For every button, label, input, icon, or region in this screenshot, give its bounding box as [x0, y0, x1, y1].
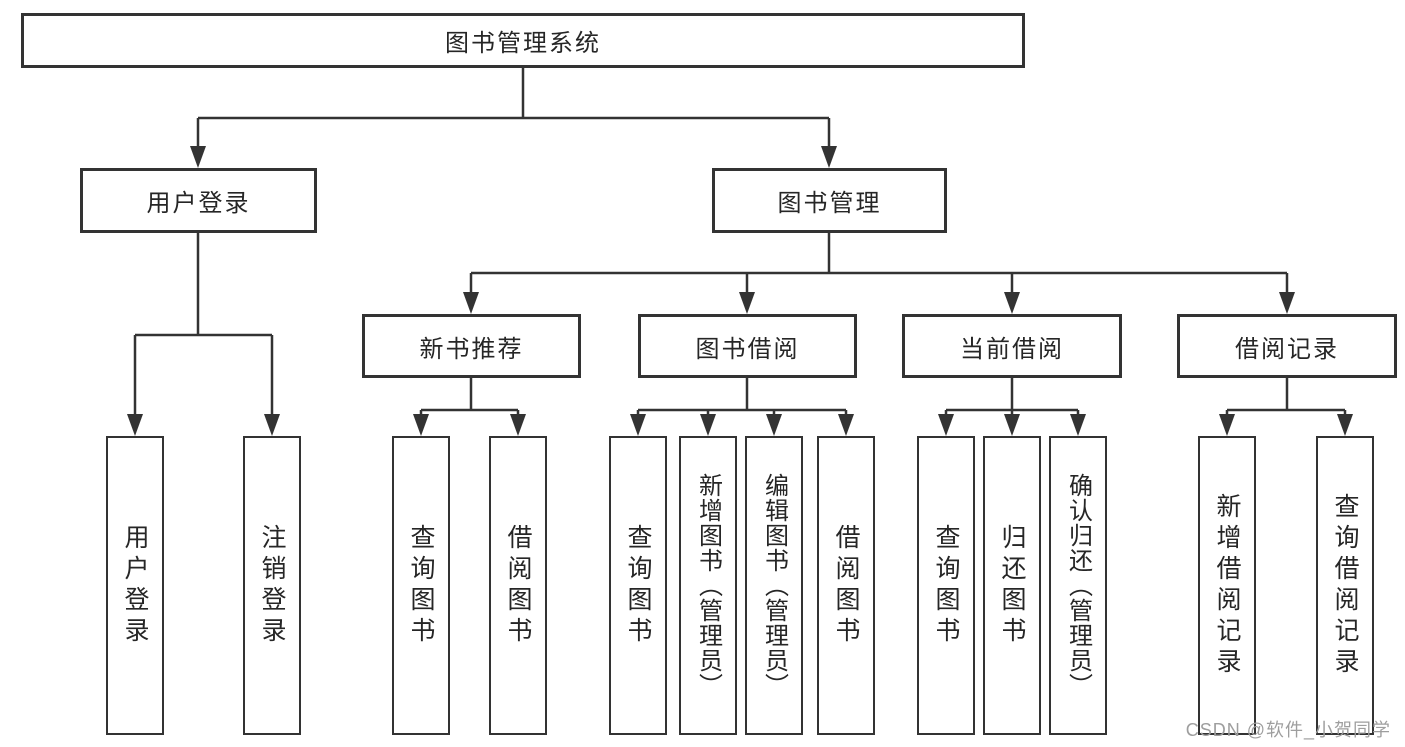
arrow-icon — [1004, 292, 1020, 314]
leaf-return-books: 归还图书 — [983, 436, 1041, 735]
leaf-borrow-books: 借阅图书 — [817, 436, 875, 735]
arrow-icon — [413, 414, 429, 436]
edge-book-borrow-children — [636, 378, 848, 418]
arrow-icon — [1004, 414, 1020, 436]
node-new-book-recommend: 新书推荐 — [362, 314, 581, 378]
arrow-icon — [1219, 414, 1235, 436]
leaf-confirm-return-admin: 确认归还（管理员） — [1049, 436, 1107, 735]
node-book-management: 图书管理 — [712, 168, 947, 233]
edge-book-mgmt-children — [469, 233, 1289, 296]
edge-cur-borrow-children — [944, 378, 1080, 418]
arrow-icon — [838, 414, 854, 436]
leaf-query-books-recommend: 查询图书 — [392, 436, 450, 735]
arrow-icon — [766, 414, 782, 436]
arrowheads — [127, 146, 1353, 436]
node-current-borrowing: 当前借阅 — [902, 314, 1122, 378]
edge-lines — [133, 68, 1347, 418]
arrow-icon — [1337, 414, 1353, 436]
leaf-query-borrow-record: 查询借阅记录 — [1316, 436, 1374, 735]
edge-borrow-rec-children — [1225, 378, 1347, 418]
edge-new-book-children — [419, 378, 520, 418]
leaf-user-login: 用户登录 — [106, 436, 164, 735]
arrow-icon — [127, 414, 143, 436]
edge-user-login-children — [133, 233, 274, 418]
arrow-icon — [821, 146, 837, 168]
arrow-icon — [938, 414, 954, 436]
node-user-login: 用户登录 — [80, 168, 317, 233]
arrow-icon — [190, 146, 206, 168]
arrow-icon — [463, 292, 479, 314]
arrow-icon — [1070, 414, 1086, 436]
leaf-add-borrow-record: 新增借阅记录 — [1198, 436, 1256, 735]
edge-root-to-level2 — [196, 68, 831, 150]
arrow-icon — [739, 292, 755, 314]
arrow-icon — [700, 414, 716, 436]
leaf-borrow-books-recommend: 借阅图书 — [489, 436, 547, 735]
leaf-logout: 注销登录 — [243, 436, 301, 735]
arrow-icon — [510, 414, 526, 436]
node-borrow-records: 借阅记录 — [1177, 314, 1397, 378]
node-root-system: 图书管理系统 — [21, 13, 1025, 68]
leaf-query-books-borrowing: 查询图书 — [609, 436, 667, 735]
leaf-edit-book-admin: 编辑图书（管理员） — [745, 436, 803, 735]
node-book-borrowing: 图书借阅 — [638, 314, 857, 378]
arrow-icon — [630, 414, 646, 436]
arrow-icon — [264, 414, 280, 436]
leaf-add-book-admin: 新增图书（管理员） — [679, 436, 737, 735]
arrow-icon — [1279, 292, 1295, 314]
leaf-query-books-current: 查询图书 — [917, 436, 975, 735]
csdn-watermark: CSDN @软件_小贺同学 — [1185, 720, 1391, 740]
